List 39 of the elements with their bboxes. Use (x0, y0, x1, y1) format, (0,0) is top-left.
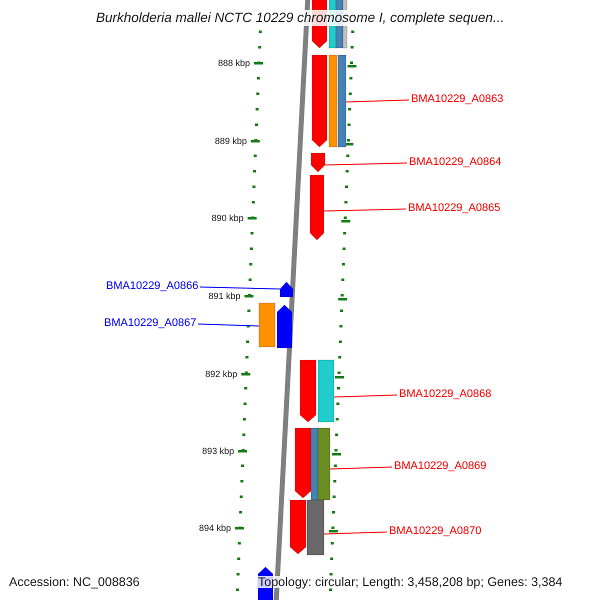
gene-feature (310, 428, 318, 500)
leader-line (200, 286, 280, 290)
gene-feature (294, 428, 312, 499)
leader-line (324, 208, 406, 212)
accession-text: Accession: NC_008836 (9, 576, 140, 588)
gene-feature (280, 281, 294, 298)
gene-feature (258, 302, 276, 348)
leader-line (324, 532, 388, 534)
tick-label: 889 kbp (214, 136, 247, 146)
tick-label: 893 kbp (202, 446, 234, 456)
gene-label: BMA10229_A0864 (409, 156, 502, 168)
gene-feature (312, 54, 328, 148)
gene-feature (310, 152, 326, 173)
gene-feature (328, 54, 338, 148)
tick-label: 894 kbp (198, 524, 231, 532)
tick-label: 892 kbp (205, 370, 238, 378)
tick-label: 888 kbp (218, 58, 250, 68)
gene-feature (338, 54, 346, 148)
leader-line (330, 466, 392, 470)
leader-line (324, 162, 408, 166)
gene-feature (290, 500, 306, 555)
gene-label: BMA10229_A0870 (389, 526, 482, 536)
gene-label: BMA10229_A0863 (411, 94, 504, 104)
gene-label: BMA10229_A0866 (106, 280, 198, 292)
gene-feature (318, 360, 334, 422)
leader-line (198, 324, 260, 326)
gene-label: BMA10229_A0868 (399, 388, 492, 400)
leader-line (334, 394, 398, 398)
gene-label: BMA10229_A0867 (104, 318, 196, 328)
tick-label: 891 kbp (208, 292, 240, 300)
leader-line (346, 100, 410, 102)
gene-feature (306, 500, 324, 556)
gene-feature (276, 304, 292, 348)
tick-label: 890 kbp (212, 214, 244, 222)
gene-feature (300, 360, 316, 423)
gene-label: BMA10229_A0869 (394, 460, 486, 472)
gene-feature (318, 428, 330, 500)
genome-info-text: Topology: circular; Length: 3,458,208 bp; Genes: 3,384 (258, 576, 562, 588)
gene-label: BMA10229_A0865 (408, 202, 500, 214)
